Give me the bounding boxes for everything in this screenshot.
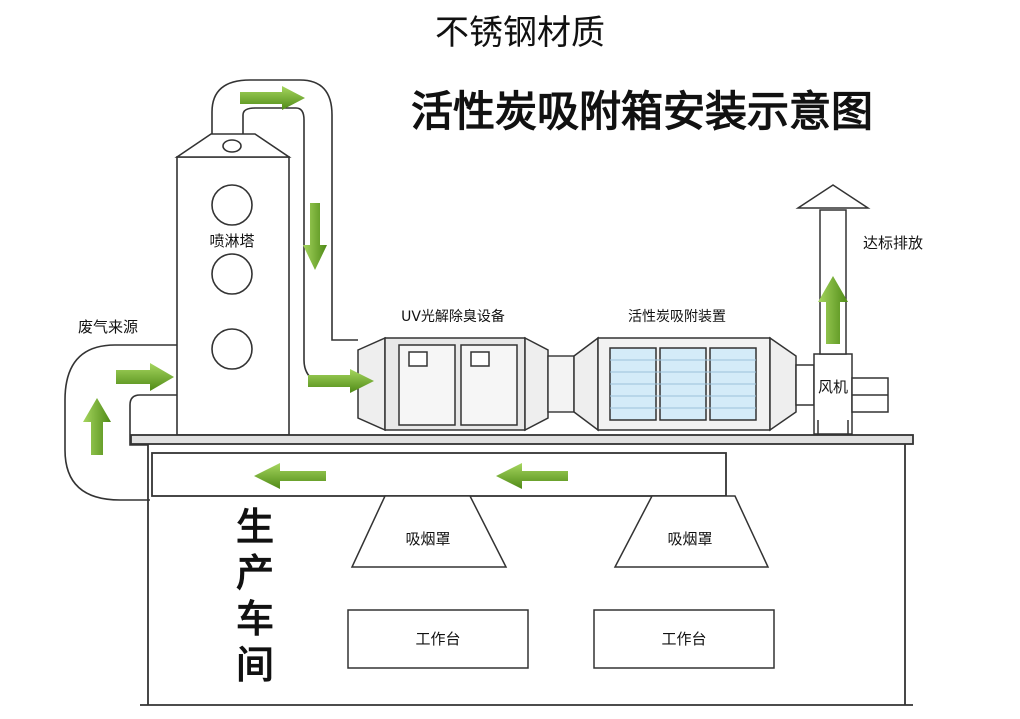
- flow-arrow-right-icon: [240, 86, 305, 110]
- workshop: [130, 434, 914, 706]
- discharge-label: 达标排放: [863, 234, 923, 252]
- flow-arrow-right-icon: [116, 363, 174, 391]
- spray-tower: [174, 133, 292, 436]
- workshop-char-2: 产: [236, 551, 274, 595]
- flow-arrow-down-icon: [303, 203, 327, 270]
- flow-arrow-right-icon: [308, 369, 374, 393]
- workshop-label: 生 产 车 间: [236, 505, 274, 687]
- uv-device-label: UV光解除臭设备: [401, 308, 505, 325]
- hood-left: [350, 495, 508, 568]
- flow-arrow-up-icon: [83, 398, 111, 455]
- bench-right-label: 工作台: [661, 630, 706, 648]
- hood-left-label: 吸烟罩: [405, 530, 450, 548]
- workshop-char-1: 生: [236, 505, 274, 549]
- intake-duct: [64, 344, 177, 501]
- connector-pipe: [547, 355, 575, 413]
- hood-right-label: 吸烟罩: [667, 530, 712, 548]
- flow-arrow-left-icon: [496, 463, 568, 489]
- flow-arrow-left-icon: [254, 463, 326, 489]
- hood-right: [613, 495, 770, 568]
- uv-device: [357, 336, 549, 432]
- flow-arrow-up-icon: [818, 276, 848, 344]
- carbon-device-label: 活性炭吸附装置: [628, 309, 726, 325]
- workshop-char-4: 间: [236, 643, 274, 687]
- carbon-device: [573, 336, 797, 432]
- diagram-title: 活性炭吸附箱安装示意图: [411, 87, 873, 136]
- bench-right: [593, 609, 775, 669]
- bench-left: [347, 609, 529, 669]
- workshop-char-3: 车: [236, 597, 274, 641]
- exhaust-source-label: 废气来源: [78, 318, 138, 336]
- fan-unit: [795, 353, 889, 435]
- fan-label: 风机: [818, 378, 848, 396]
- bench-left-label: 工作台: [415, 630, 460, 648]
- spray-tower-label: 喷淋塔: [209, 232, 254, 250]
- material-label: 不锈钢材质: [435, 13, 605, 53]
